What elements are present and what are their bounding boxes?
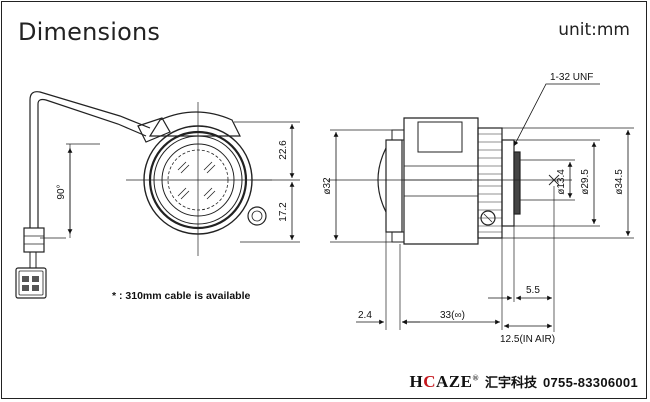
cable-note: * : 310mm cable is available — [112, 290, 251, 302]
lock-screw — [480, 210, 496, 226]
cable-inner — [37, 98, 147, 228]
strain-relief — [137, 117, 171, 143]
front-cap — [385, 139, 403, 233]
dim-outer-dia: ø34.5 — [614, 169, 625, 195]
dim-thread-spec: 1-32 UNF — [550, 72, 593, 83]
side-view — [328, 117, 634, 332]
unit-label: unit:mm — [558, 20, 630, 40]
cable-outer — [29, 91, 151, 228]
footer-brand-bar: HCAZE® 汇宇科技 0755-83306001 — [410, 372, 638, 392]
dim-front-lower: 17.2 — [278, 202, 289, 222]
dim-front-offset: 2.4 — [358, 310, 372, 321]
front-dim-lines — [67, 124, 295, 240]
side-dim-lines — [333, 83, 631, 329]
phone-number: 0755-83306001 — [543, 375, 638, 390]
brand-logo: HCAZE® — [409, 372, 479, 391]
page-title: Dimensions — [18, 18, 161, 46]
dim-cable-angle: 90° — [56, 184, 67, 199]
connector-neck — [23, 227, 45, 253]
mount-thread — [513, 151, 521, 215]
dim-flange-back: 12.5(IN AIR) — [500, 334, 555, 345]
dim-inner-dia: ø13.4 — [556, 169, 567, 195]
dim-body-length: 33(∞) — [440, 310, 465, 321]
mount-flange — [501, 139, 515, 227]
focus-knob — [247, 206, 267, 226]
dim-front-upper: 22.6 — [278, 140, 289, 160]
lens-body — [403, 117, 479, 245]
connector-plug — [15, 267, 47, 299]
dim-mid-dia: ø29.5 — [580, 169, 591, 195]
company-name: 汇宇科技 — [484, 375, 537, 390]
dim-mount-length: 5.5 — [526, 285, 540, 296]
dim-side-body-dia: ø32 — [322, 177, 333, 195]
front-view — [15, 91, 300, 299]
